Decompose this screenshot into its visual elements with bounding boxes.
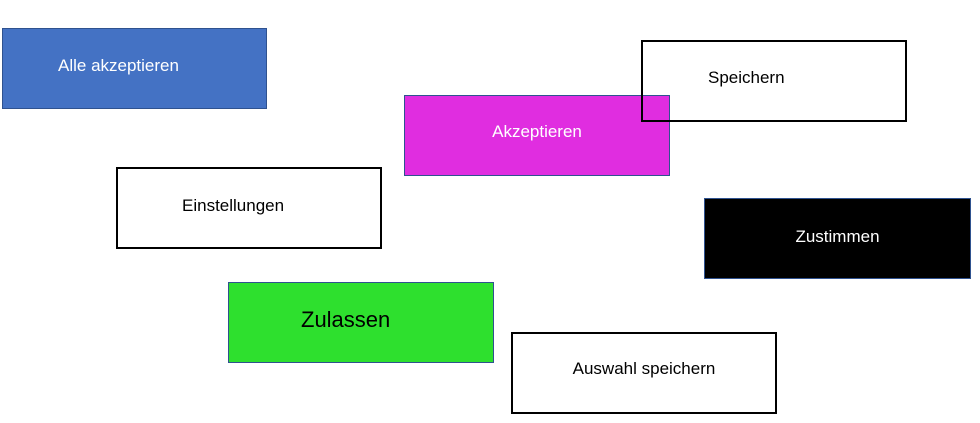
save-selection-label: Auswahl speichern	[572, 359, 716, 378]
save-label: Speichern	[708, 68, 785, 87]
settings-button[interactable]: Einstellungen	[116, 167, 382, 249]
accept-all-button[interactable]: Alle akzeptieren	[2, 28, 267, 109]
save-button[interactable]: Speichern	[641, 40, 907, 122]
accept-all-label: Alle akzeptieren	[58, 55, 179, 75]
settings-label: Einstellungen	[182, 195, 285, 215]
allow-label: Zulassen	[301, 307, 391, 332]
allow-button[interactable]: Zulassen	[228, 282, 494, 363]
accept-button[interactable]: Akzeptieren	[404, 95, 670, 176]
agree-button[interactable]: Zustimmen	[704, 198, 971, 279]
accept-label: Akzeptieren	[492, 121, 582, 141]
save-selection-button[interactable]: Auswahl speichern	[511, 332, 777, 414]
agree-label: Zustimmen	[795, 227, 880, 246]
